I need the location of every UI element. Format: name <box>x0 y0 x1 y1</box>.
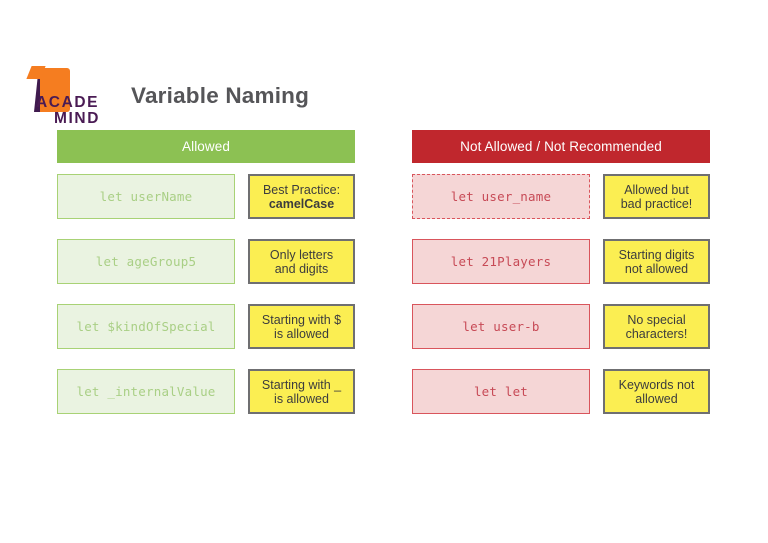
logo-word-mind: MIND <box>54 110 101 127</box>
logo-word-acade: ACADE <box>36 94 100 111</box>
note-line: not allowed <box>624 261 689 276</box>
note-line: Allowed but <box>624 182 689 197</box>
note-box: Allowed but bad practice! <box>603 174 710 219</box>
row-allowed-3: let $kindOfSpecial Starting with $ is al… <box>57 304 355 349</box>
column-not-allowed: Not Allowed / Not Recommended let user_n… <box>412 130 710 434</box>
note-line: Keywords not <box>618 377 695 392</box>
note-line: is allowed <box>274 391 329 406</box>
code-box: let _internalValue <box>57 369 235 414</box>
logo-flag-icon <box>40 68 70 112</box>
slide-header: ACADE MIND Variable Naming <box>0 0 768 130</box>
code-box: let ageGroup5 <box>57 239 235 284</box>
row-not-allowed-2: let 21Players Starting digits not allowe… <box>412 239 710 284</box>
note-line: and digits <box>274 261 329 276</box>
note-line: Best Practice: <box>262 182 341 197</box>
row-not-allowed-4: let let Keywords not allowed <box>412 369 710 414</box>
academind-logo: ACADE MIND <box>26 68 118 127</box>
note-box: Only letters and digits <box>248 239 355 284</box>
rows-not-allowed: let user_name Allowed but bad practice! … <box>412 174 710 414</box>
note-line: bad practice! <box>620 196 693 211</box>
note-line: Starting with _ <box>261 377 342 392</box>
note-line: camelCase <box>268 196 335 211</box>
note-line: Starting with $ <box>261 312 342 327</box>
row-allowed-4: let _internalValue Starting with _ is al… <box>57 369 355 414</box>
comparison-columns: Allowed let userName Best Practice: came… <box>0 130 768 450</box>
note-line: No special <box>627 312 686 327</box>
row-allowed-2: let ageGroup5 Only letters and digits <box>57 239 355 284</box>
note-line: characters! <box>625 326 688 341</box>
page-title: Variable Naming <box>131 83 310 108</box>
note-line: allowed <box>635 391 678 406</box>
column-header-not-allowed: Not Allowed / Not Recommended <box>412 130 710 163</box>
note-box: Best Practice: camelCase <box>248 174 355 219</box>
note-box: No special characters! <box>603 304 710 349</box>
code-box: let user_name <box>412 174 590 219</box>
note-line: Only letters <box>269 247 334 262</box>
note-box: Keywords not allowed <box>603 369 710 414</box>
note-box: Starting with $ is allowed <box>248 304 355 349</box>
column-header-allowed: Allowed <box>57 130 355 163</box>
row-not-allowed-3: let user-b No special characters! <box>412 304 710 349</box>
code-box: let let <box>412 369 590 414</box>
rows-allowed: let userName Best Practice: camelCase le… <box>57 174 355 414</box>
note-line: is allowed <box>274 326 329 341</box>
code-box: let $kindOfSpecial <box>57 304 235 349</box>
row-allowed-1: let userName Best Practice: camelCase <box>57 174 355 219</box>
row-not-allowed-1: let user_name Allowed but bad practice! <box>412 174 710 219</box>
code-box: let 21Players <box>412 239 590 284</box>
note-box: Starting digits not allowed <box>603 239 710 284</box>
note-line: Starting digits <box>618 247 695 262</box>
code-box: let userName <box>57 174 235 219</box>
column-allowed: Allowed let userName Best Practice: came… <box>57 130 355 434</box>
note-box: Starting with _ is allowed <box>248 369 355 414</box>
code-box: let user-b <box>412 304 590 349</box>
